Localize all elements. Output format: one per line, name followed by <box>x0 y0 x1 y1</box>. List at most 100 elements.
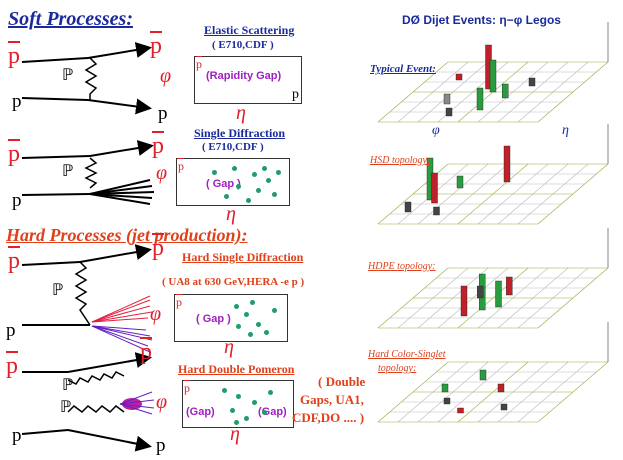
lego-tower <box>506 276 513 296</box>
particle-dot <box>256 188 261 193</box>
lego-tower <box>443 93 451 105</box>
hard-double-gap-left: (Gap) <box>186 406 215 418</box>
particle-dot <box>248 332 253 337</box>
particle-dot <box>230 408 235 413</box>
elastic-pomeron: ℙ <box>62 67 74 84</box>
particle-dot <box>262 410 267 415</box>
hard-double-note-3: CDF,DO .... ) <box>292 410 365 425</box>
elastic-pbar-right: p <box>150 33 162 59</box>
hard-single-p-left: p <box>6 320 16 341</box>
diffraction-sub: ( E710,CDF ) <box>202 141 264 153</box>
particle-dot <box>246 198 251 203</box>
hard-single-pbar-left: p <box>8 248 20 274</box>
diffraction-box-pbar: p <box>178 159 184 173</box>
hard-double-gap-right: (Gap) <box>258 406 287 418</box>
hard-single-pomeron: ℙ <box>52 282 64 299</box>
elastic-eta-phi-box <box>194 56 302 104</box>
elastic-phi: φ <box>160 65 172 87</box>
hard-double-phi: φ <box>156 391 168 413</box>
lego-tower <box>500 403 508 411</box>
particle-dot <box>252 172 257 177</box>
lego-tower <box>503 145 511 183</box>
hard-single-sub: ( UA8 at 630 GeV,HERA -e p ) <box>162 276 305 288</box>
particle-dot <box>236 184 241 189</box>
hard-double-p-right: p <box>156 435 166 456</box>
hard-processes-header: Hard Processes (jet production): <box>6 225 248 245</box>
particle-dot <box>276 170 281 175</box>
particle-dot <box>244 416 249 421</box>
soft-processes-header: Soft Processes: <box>8 8 133 30</box>
hard-double-note-1: ( Double <box>318 374 366 389</box>
hard-double-p-left: p <box>12 425 22 446</box>
lego-axis-phi: φ <box>432 123 440 138</box>
single-diffraction-diagram <box>21 140 155 205</box>
elastic-p-left: p <box>12 91 22 112</box>
lego-tower <box>477 285 484 299</box>
hard-double-note-2: Gaps, UA1, <box>300 392 364 407</box>
lego-title: DØ Dijet Events: η−φ Legos <box>402 13 561 27</box>
lego-tower <box>443 397 451 405</box>
particle-dot <box>234 304 239 309</box>
hard-double-box-pbar: p <box>184 381 190 395</box>
particle-dot <box>232 166 237 171</box>
hard-double-eta: η <box>230 423 240 445</box>
elastic-sub: ( E710,CDF ) <box>212 39 274 51</box>
elastic-eta: η <box>236 102 246 124</box>
hard-single-title: Hard Single Diffraction <box>182 250 304 264</box>
diffraction-title: Single Diffraction <box>194 126 285 140</box>
hard-double-title: Hard Double Pomeron <box>178 362 295 376</box>
lego-tower <box>433 206 440 216</box>
elastic-box-p: p <box>292 87 299 102</box>
particle-dot <box>222 388 227 393</box>
particle-dot <box>224 194 229 199</box>
hard-single-diffraction-diagram <box>21 244 152 326</box>
particle-dot <box>250 300 255 305</box>
particle-dot <box>264 330 269 335</box>
particle-dot <box>272 192 277 197</box>
diffraction-phi: φ <box>156 162 168 184</box>
diffraction-pbar-left: p <box>8 141 20 167</box>
particle-dot <box>268 390 273 395</box>
lego-axis-eta: η <box>562 123 569 138</box>
diffraction-gap-label: ( Gap ) <box>206 178 241 190</box>
hard-single-box-pbar: p <box>176 295 182 309</box>
particle-dot <box>266 178 271 183</box>
lego-plot-hcs <box>377 322 609 423</box>
diffraction-p-left: p <box>12 190 22 211</box>
lego-tower <box>495 280 502 308</box>
hard-double-pbar-right: p <box>140 339 152 365</box>
lego-tower <box>476 87 484 111</box>
lego-tower <box>441 383 449 393</box>
lego-plot-hsd <box>377 124 609 225</box>
particle-dot <box>236 394 241 399</box>
lego-tower <box>445 107 453 117</box>
hard-single-eta-phi-box <box>174 294 288 342</box>
particle-dot <box>244 312 249 317</box>
lego-plot-typical <box>377 22 609 123</box>
lego-label-hcs-2: topology: <box>378 363 417 374</box>
hard-double-pbar-left: p <box>6 353 18 379</box>
lego-tower <box>460 285 468 317</box>
lego-tower <box>489 59 497 93</box>
particle-dot <box>252 400 257 405</box>
particle-dot <box>262 166 267 171</box>
hard-single-phi: φ <box>150 303 162 325</box>
lego-tower <box>456 175 464 189</box>
elastic-feynman-diagram <box>21 42 152 115</box>
lego-label-typical: Typical Event: <box>370 63 436 75</box>
hard-double-pomeron-diagram <box>21 352 152 452</box>
particle-dot <box>234 420 239 425</box>
lego-tower <box>457 407 464 414</box>
particle-dot <box>212 170 217 175</box>
lego-tower <box>479 369 487 381</box>
particle-dot <box>272 308 277 313</box>
lego-tower <box>528 77 536 87</box>
hard-double-pomeron-bottom: ℙ <box>60 399 72 416</box>
diffraction-eta: η <box>226 203 236 225</box>
elastic-p-right: p <box>158 103 168 124</box>
hard-double-pomeron-top: ℙ <box>62 377 74 394</box>
lego-tower <box>404 201 412 213</box>
lego-tower <box>497 383 505 393</box>
lego-label-hsd: HSD topology: <box>370 155 431 166</box>
